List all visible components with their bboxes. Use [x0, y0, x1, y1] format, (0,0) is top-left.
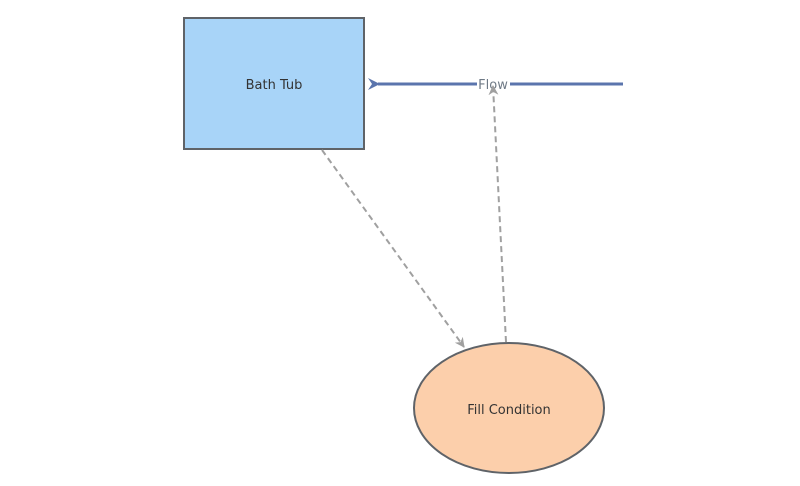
link-stock-to-condition[interactable] — [321, 149, 465, 348]
variable-label: Fill Condition — [467, 403, 551, 418]
variable-ellipse[interactable] — [413, 342, 605, 474]
stock-node-bath-tub[interactable]: Bath Tub — [183, 17, 365, 150]
link-condition-to-flow[interactable] — [488, 85, 507, 343]
flow-label-background — [477, 75, 510, 93]
variable-node-fill-condition[interactable]: Fill Condition — [413, 342, 605, 474]
stock-label: Bath Tub — [246, 78, 303, 93]
stock-box[interactable] — [183, 17, 365, 150]
